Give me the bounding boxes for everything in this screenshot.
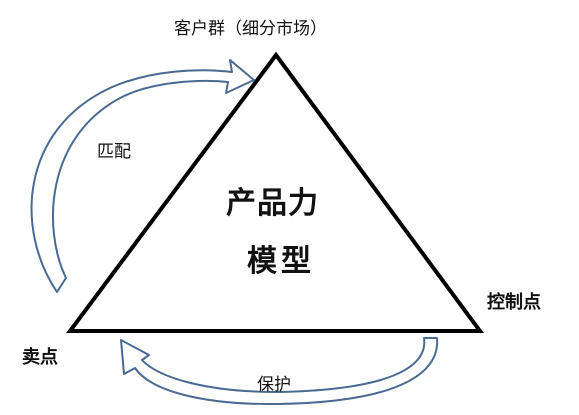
customer-segment-label: 客户群（细分市场） bbox=[174, 19, 327, 39]
protect-arrow-label: 保护 bbox=[257, 375, 291, 395]
center-title-line2: 模型 bbox=[247, 244, 315, 279]
match-arrow-label: 匹配 bbox=[97, 142, 131, 162]
protect-arc-arrow bbox=[120, 337, 439, 406]
selling-point-label: 卖点 bbox=[22, 347, 58, 368]
control-point-label: 控制点 bbox=[487, 292, 541, 313]
center-title-line1: 产品力 bbox=[226, 186, 319, 221]
match-arc-arrow bbox=[30, 59, 255, 293]
product-power-triangle bbox=[66, 51, 484, 333]
